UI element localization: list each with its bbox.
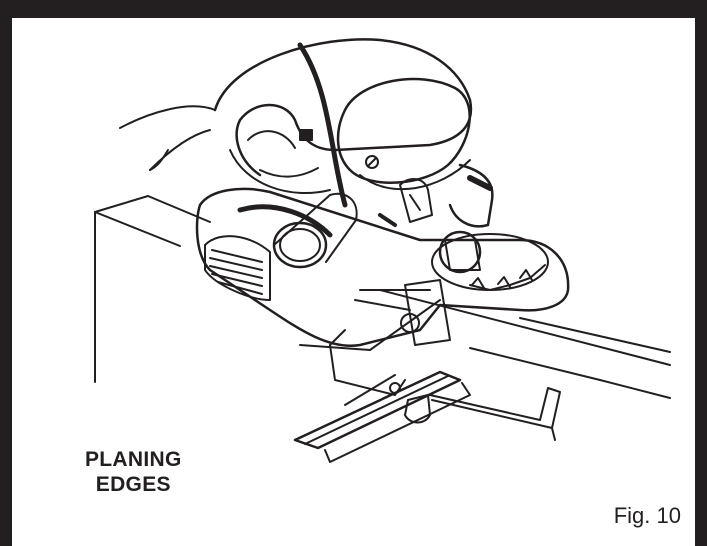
depth-knob bbox=[431, 230, 549, 291]
caption-line-2: EDGES bbox=[95, 473, 171, 496]
planer-body bbox=[195, 163, 570, 351]
planer-illustration bbox=[94, 38, 671, 463]
frame-left-border bbox=[0, 0, 12, 546]
front-knob bbox=[336, 77, 471, 191]
caption-line-1: PLANING bbox=[85, 448, 182, 471]
power-cord bbox=[119, 105, 216, 129]
frame-right-border bbox=[695, 0, 707, 546]
frame-top-border bbox=[0, 0, 707, 18]
edge-guide bbox=[293, 279, 561, 463]
workpiece-board bbox=[94, 195, 671, 399]
caption-planing-edges: PLANING EDGES bbox=[85, 447, 182, 497]
planer-handle bbox=[213, 38, 473, 208]
dust-chute bbox=[272, 192, 358, 269]
vent-grille bbox=[204, 235, 271, 301]
figure-label: Fig. 10 bbox=[613, 503, 681, 528]
